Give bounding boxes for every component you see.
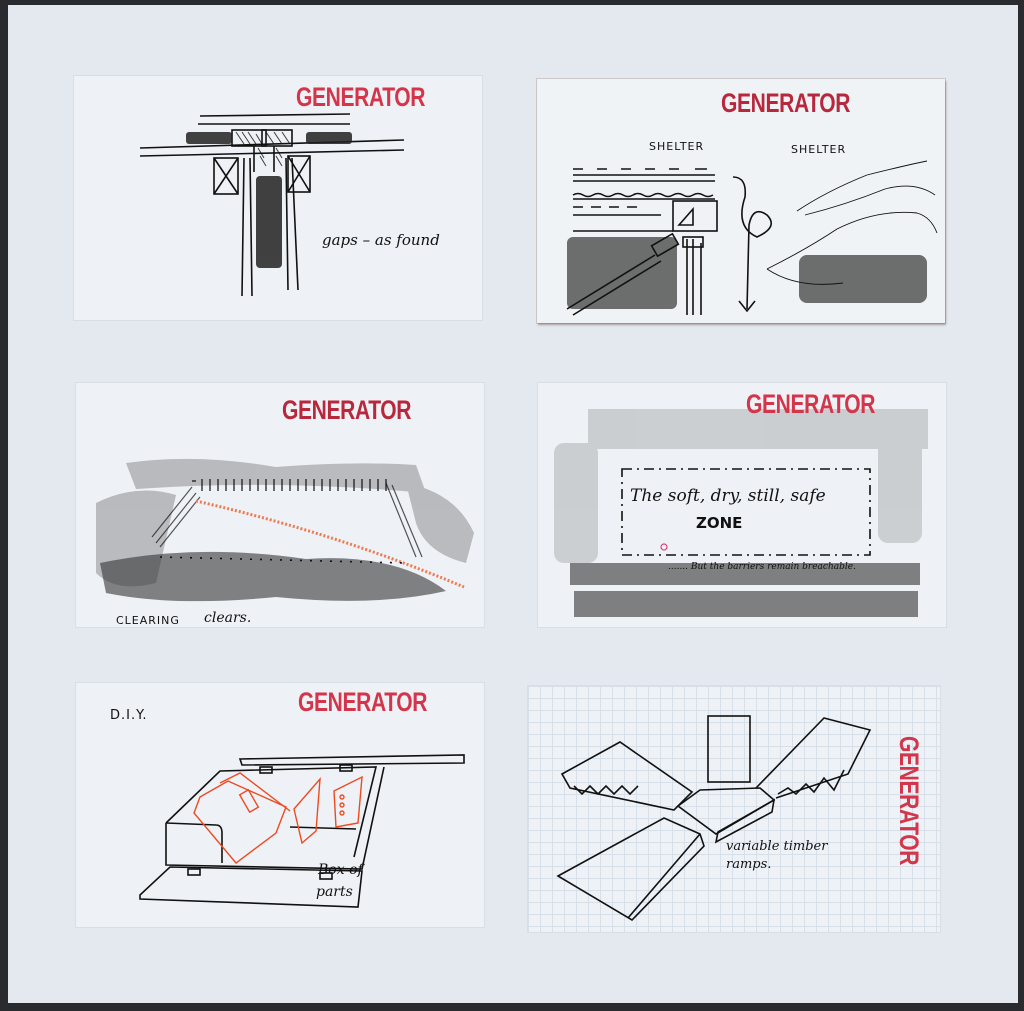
caption-parts: parts [316, 884, 353, 900]
caption-gaps: gaps – as found [322, 231, 440, 249]
generator-stamp: GENERATOR [746, 389, 876, 419]
caption-variable-timber: variable timber [726, 839, 828, 854]
caption-shelter-left: SHELTER [649, 140, 705, 153]
caption-zone-word: ZONE [696, 514, 743, 532]
caption-shelter-right: SHELTER [791, 143, 847, 156]
generator-stamp: GENERATOR [296, 82, 426, 112]
card-clearing: GENERATOR CLEARING clears. [76, 383, 484, 627]
caption-barriers: ....... But the barriers remain breachab… [668, 562, 856, 572]
caption-zone-line1: The soft, dry, still, safe [630, 486, 826, 506]
mounting-board: GENERATOR [8, 5, 1018, 1003]
card-zone: GENERATOR The soft, dry, still, safe ZON… [538, 383, 946, 627]
caption-ramps: ramps. [726, 857, 772, 872]
caption-box-of: Box of [318, 862, 363, 878]
clearing-sketch [96, 458, 474, 602]
generator-stamp: GENERATOR [721, 88, 851, 118]
box-of-parts-sketch [139, 754, 465, 908]
structural-joint-sketch [139, 113, 405, 297]
generator-stamp-vertical: GENERATOR [894, 736, 924, 866]
caption-clears: clears. [204, 610, 252, 626]
caption-clearing: CLEARING [116, 614, 180, 627]
generator-stamp: GENERATOR [282, 395, 412, 425]
generator-stamp: GENERATOR [298, 687, 428, 717]
card-shelter: GENERATOR SHELTER SHELTER [537, 79, 945, 323]
zone-background-rubbing [554, 409, 928, 617]
shelter-sketch [566, 160, 938, 316]
card-gaps: GENERATOR [74, 76, 482, 320]
card-ramps: GENERATOR variable timber ramps. [528, 686, 940, 932]
card-diy: GENERATOR D.I.Y. [76, 683, 484, 927]
caption-diy: D.I.Y. [110, 708, 148, 723]
timber-ramps-sketch [556, 715, 872, 922]
